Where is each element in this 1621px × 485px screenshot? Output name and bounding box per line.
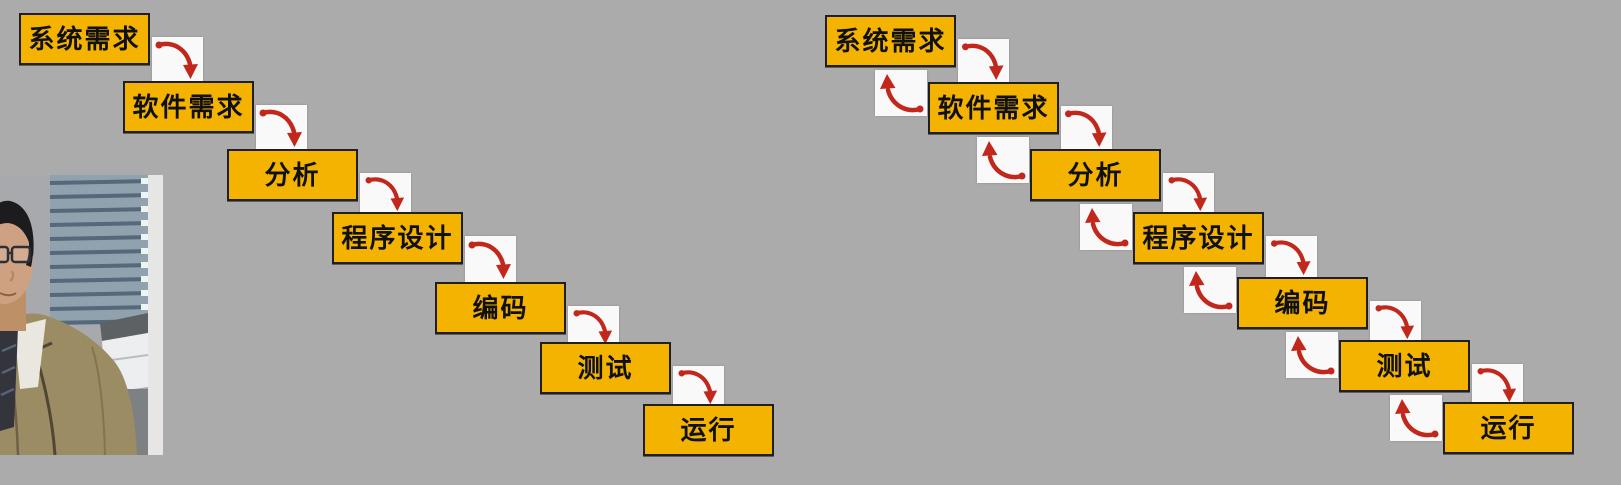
stage-box-4: 程序设计 <box>1133 212 1264 264</box>
stage-label: 分析 <box>264 160 321 190</box>
curved-up-arrow-icon <box>1395 399 1439 438</box>
stage-label: 程序设计 <box>1142 223 1255 253</box>
presenter-illustration <box>0 175 163 455</box>
stage-box-7: 运行 <box>643 404 774 456</box>
curved-down-arrow-icon <box>1065 110 1107 148</box>
stage-box-2: 软件需求 <box>123 81 254 133</box>
feedback-arrow-square-3 <box>1080 204 1132 250</box>
stage-box-2: 软件需求 <box>928 82 1059 134</box>
forward-arrow-square-3 <box>1163 173 1214 213</box>
curved-up-arrow-icon <box>1291 336 1335 375</box>
curved-up-arrow-icon <box>982 141 1026 180</box>
stage-box-3: 分析 <box>227 149 358 201</box>
stage-label: 分析 <box>1067 160 1124 190</box>
stage-label: 软件需求 <box>937 93 1050 123</box>
tie <box>0 327 18 431</box>
stage-label: 编码 <box>472 293 529 323</box>
curved-down-arrow-icon <box>1375 305 1415 340</box>
forward-arrow-square-4 <box>465 236 516 282</box>
stage-box-5: 编码 <box>1237 277 1368 329</box>
curved-down-arrow-icon <box>365 177 405 212</box>
curved-down-arrow-icon <box>259 109 302 147</box>
curved-up-arrow-icon <box>880 74 924 113</box>
curved-down-arrow-icon <box>962 43 1004 81</box>
forward-arrow-square-2 <box>256 105 307 149</box>
forward-arrow-square-6 <box>1472 364 1523 404</box>
stage-label: 系统需求 <box>28 24 141 54</box>
feedback-arrow-square-5 <box>1286 332 1338 378</box>
stage-label: 编码 <box>1274 288 1331 318</box>
forward-arrow-square-3 <box>360 173 411 213</box>
forward-arrow-square-4 <box>1266 236 1317 277</box>
stage-box-3: 分析 <box>1030 149 1161 201</box>
forward-arrow-square-2 <box>1061 106 1112 149</box>
stage-box-6: 测试 <box>540 342 671 394</box>
glasses-icon <box>0 245 32 264</box>
shirt <box>14 319 46 389</box>
stage-box-6: 测试 <box>1339 340 1470 392</box>
curved-down-arrow-icon <box>1168 177 1208 212</box>
curved-up-arrow-icon <box>1085 208 1129 247</box>
desk-edge <box>100 313 148 341</box>
presenter-face <box>0 200 34 331</box>
stage-label: 运行 <box>680 415 737 445</box>
forward-arrow-square-1 <box>958 39 1009 82</box>
forward-arrow-square-1 <box>152 37 203 81</box>
stage-box-4: 程序设计 <box>332 212 463 264</box>
curved-down-arrow-icon <box>678 370 718 405</box>
presenter-video-inset <box>0 175 163 455</box>
stage-label: 系统需求 <box>834 26 947 56</box>
feedback-arrow-square-1 <box>875 70 927 116</box>
stage-label: 运行 <box>1480 413 1537 443</box>
forward-arrow-square-6 <box>673 366 724 406</box>
stage-label: 测试 <box>577 353 634 383</box>
feedback-arrow-square-6 <box>1390 395 1442 441</box>
stage-label: 软件需求 <box>132 92 245 122</box>
stage-label: 测试 <box>1376 351 1433 381</box>
wall-pillar <box>148 175 163 455</box>
curved-up-arrow-icon <box>1189 271 1233 310</box>
curved-down-arrow-icon <box>1271 240 1311 276</box>
stage-label: 程序设计 <box>341 223 454 253</box>
stage-box-1: 系统需求 <box>19 13 150 65</box>
stage-box-5: 编码 <box>435 282 566 334</box>
stage-box-7: 运行 <box>1443 402 1574 454</box>
curved-down-arrow-icon <box>573 310 613 345</box>
curved-down-arrow-icon <box>468 241 511 279</box>
forward-arrow-square-5 <box>1370 301 1421 341</box>
feedback-arrow-square-4 <box>1184 267 1236 313</box>
stage-box-1: 系统需求 <box>825 15 956 67</box>
curved-down-arrow-icon <box>1477 368 1517 403</box>
window-blinds-icon <box>49 175 153 325</box>
forward-arrow-square-5 <box>568 306 619 346</box>
curved-down-arrow-icon <box>155 41 198 79</box>
feedback-arrow-square-2 <box>977 137 1029 183</box>
